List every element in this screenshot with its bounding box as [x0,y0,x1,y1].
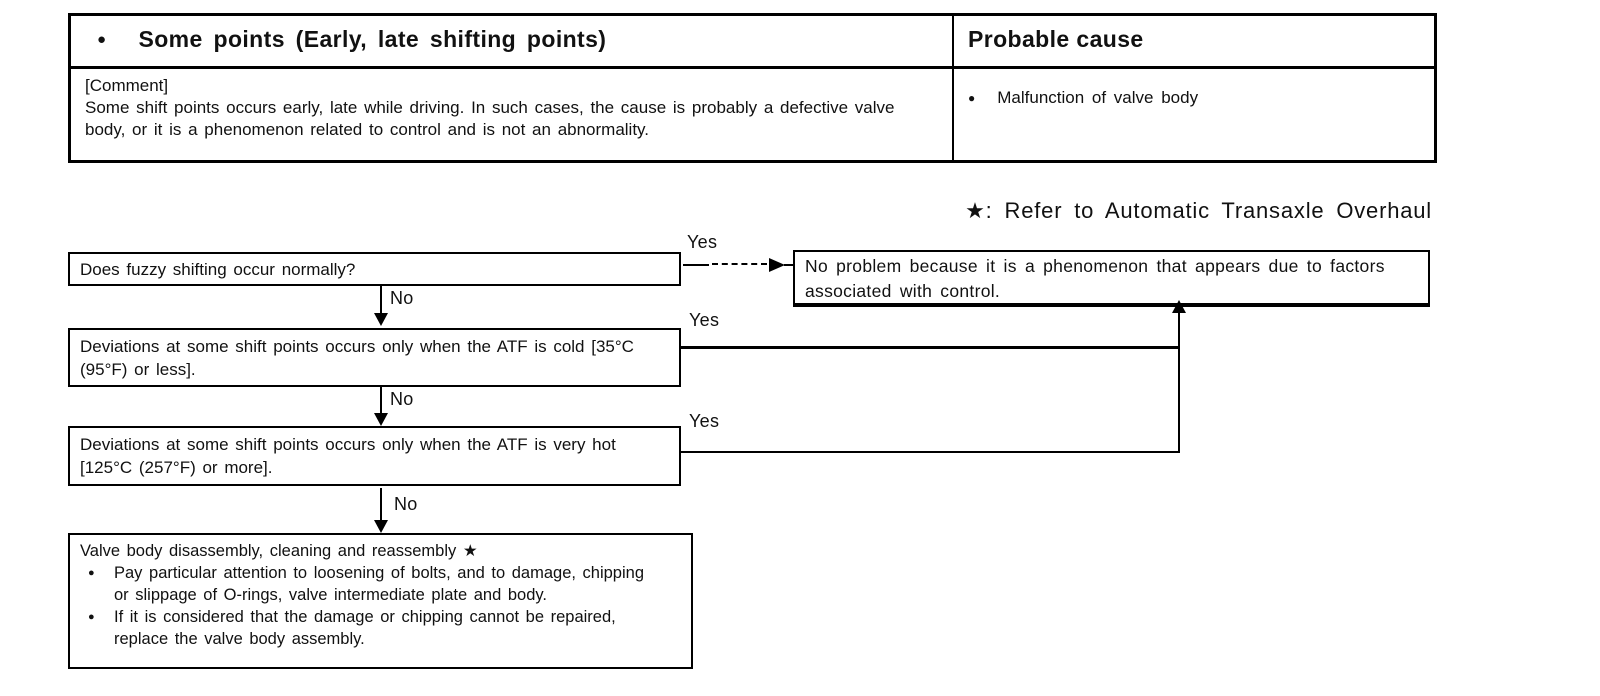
bullet-icon: ● [968,91,976,105]
connector-q1-q2 [380,286,382,316]
yes-label-q2: Yes [689,310,720,330]
no-label-q2: No [390,389,414,409]
comment-cell: [Comment] Some shift points occurs early… [85,75,937,141]
connector-q3-yes [681,451,1180,453]
reference-note-text: Refer to Automatic Transaxle Overhaul [1004,198,1432,223]
connector-q1-result-dashed [712,263,767,265]
flow-box-q3: Deviations at some shift points occurs o… [68,426,681,486]
action-title: Valve body disassembly, cleaning and rea… [80,542,457,560]
arrow-right-icon [769,258,785,272]
bullet-icon: ● [88,611,95,623]
symptom-header-label: Some points (Early, late shifting points… [138,26,607,52]
flow-box-q1: Does fuzzy shifting occur normally? [68,252,681,286]
table-header-divider [71,66,1434,69]
cause-cell: ● Malfunction of valve body [968,88,1198,108]
no-label-q3: No [394,494,418,514]
action-bullet-item: ● Pay particular attention to loosening … [80,562,681,606]
flow-box-q2: Deviations at some shift points occurs o… [68,328,681,387]
arrow-down-icon [374,413,388,426]
comment-text: Some shift points occurs early, late whi… [85,98,895,139]
cause-text: Malfunction of valve body [997,88,1199,107]
action-title-row: Valve body disassembly, cleaning and rea… [80,540,681,562]
action-bullet-text: Pay particular attention to loosening of… [114,564,645,604]
bullet-icon: ● [97,31,107,48]
arrow-down-icon [374,520,388,533]
arrow-up-icon [1172,300,1186,313]
connector-q2-q3 [380,387,382,415]
flow-box-q1-text: Does fuzzy shifting occur normally? [80,259,356,279]
connector-q3-action [380,488,382,522]
flow-box-q2-text: Deviations at some shift points occurs o… [80,337,634,379]
arrow-down-icon [374,313,388,326]
action-bullet-item: ● If it is considered that the damage or… [80,606,681,650]
no-label-q1: No [390,288,414,308]
flow-box-q3-text: Deviations at some shift points occurs o… [80,435,616,477]
probable-cause-header: Probable cause [968,26,1144,52]
yes-label-q1: Yes [687,232,718,252]
symptom-table: ● Some points (Early, late shifting poin… [68,13,1437,163]
flow-box-action: Valve body disassembly, cleaning and rea… [68,533,693,669]
flow-box-result-text: No problem because it is a phenomenon th… [805,256,1385,301]
symptom-header: ● Some points (Early, late shifting poin… [97,26,606,53]
star-icon: ★: [965,198,993,223]
bullet-icon: ● [88,567,95,579]
connector-q1-result [683,264,709,266]
connector-yes-vertical [1178,310,1180,453]
action-bullet-text: If it is considered that the damage or c… [114,608,616,648]
yes-label-q3: Yes [689,411,720,431]
table-column-divider [952,16,954,160]
connector-q2-yes [681,346,1180,349]
reference-note: ★: Refer to Automatic Transaxle Overhaul [820,198,1432,224]
flow-box-result: No problem because it is a phenomenon th… [793,250,1430,307]
connector-q1-result-stub [784,264,793,266]
comment-tag: [Comment] [85,76,169,95]
action-star: ★ [462,542,478,560]
